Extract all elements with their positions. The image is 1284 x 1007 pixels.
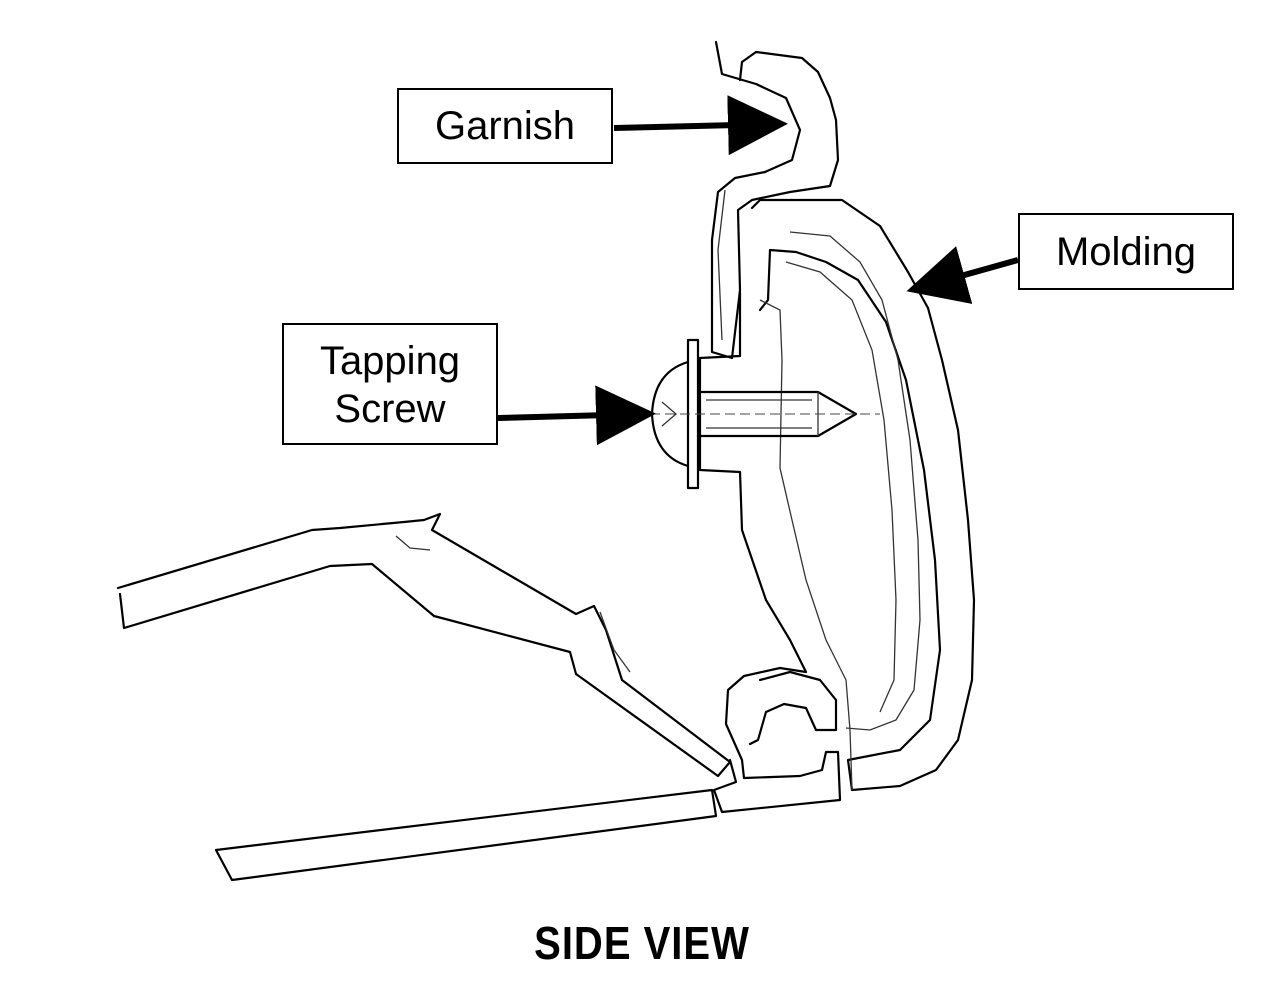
tapping-screw-label-line1: Tapping xyxy=(319,339,461,383)
bracket-outline xyxy=(698,290,842,814)
garnish-arrow xyxy=(613,95,788,156)
garnish-inner-edge xyxy=(717,189,726,341)
molding-inner-contour xyxy=(789,231,921,731)
garnish-label-text: Garnish xyxy=(434,104,576,148)
window-channel-edge xyxy=(395,535,631,673)
molding-inner-line xyxy=(785,261,897,713)
tapping-screw-label: Tapping Screw xyxy=(282,323,498,445)
molding-arrow xyxy=(906,246,1019,304)
garnish-label: Garnish xyxy=(397,88,613,164)
bracket-hook xyxy=(748,670,838,746)
glass-panel xyxy=(214,788,718,882)
tapping-screw-label-line2: Screw xyxy=(334,387,446,431)
view-caption: SIDE VIEW xyxy=(534,918,750,970)
bracket-inner-contour xyxy=(759,299,853,791)
molding-label: Molding xyxy=(1018,213,1234,290)
molding-outline xyxy=(750,198,976,792)
molding-label-text: Molding xyxy=(1055,229,1197,274)
tapping-screw-arrow xyxy=(497,385,656,446)
garnish-outline xyxy=(710,40,840,360)
window-channel xyxy=(116,512,732,778)
tapping-screw xyxy=(650,338,880,490)
